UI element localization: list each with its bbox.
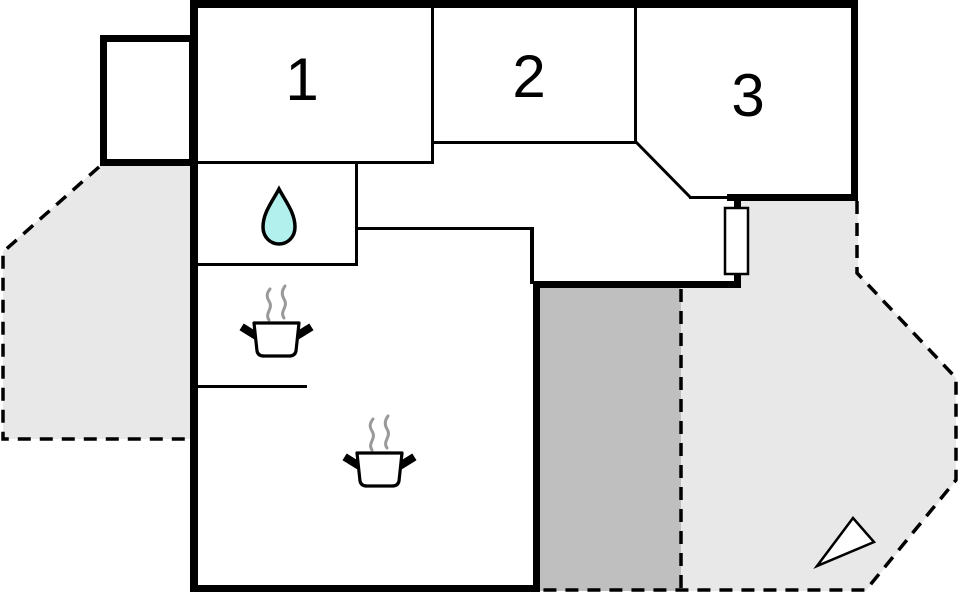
room-3-label: 3	[731, 62, 764, 129]
wall-diagonal	[634, 140, 693, 200]
cooking-pot-icon	[239, 284, 314, 358]
room-1-label: 1	[285, 46, 318, 113]
wall-room1-bottom	[197, 161, 434, 164]
wall-room1-right	[431, 8, 434, 164]
wall-hallway-horizontal	[358, 227, 533, 230]
wall-room3-right	[851, 0, 858, 201]
wall-room3-bottom	[727, 194, 858, 201]
steam-line	[265, 287, 272, 322]
room-2-label: 2	[512, 43, 545, 110]
covered-terrace	[536, 284, 681, 591]
terrace-left-dashed-border	[1, 165, 194, 441]
wall-mid-horizontal	[533, 281, 741, 288]
wall-kitchen-divider	[197, 385, 307, 388]
wall-room2-room3-divider	[634, 8, 637, 141]
wall-bathroom-right	[355, 164, 358, 266]
wall-bathroom-bottom	[197, 263, 358, 266]
pot-body	[252, 321, 301, 358]
north-arrow-icon	[813, 516, 877, 569]
wall-top	[190, 0, 858, 8]
wall-room2-bottom	[431, 141, 637, 144]
balcony-box	[100, 35, 196, 166]
wall-left	[190, 0, 198, 592]
terrace-left	[3, 166, 196, 439]
wall-right-lower	[533, 281, 540, 592]
wall-bottom	[190, 585, 540, 592]
wall-hallway-vertical	[530, 227, 534, 284]
interior-walls	[197, 8, 734, 388]
door-window-marker	[723, 206, 750, 276]
terrace-right-dashed-border	[534, 201, 958, 592]
wall-hall-segment	[689, 196, 734, 199]
water-droplet-icon	[261, 185, 297, 246]
steam-line	[280, 284, 287, 320]
